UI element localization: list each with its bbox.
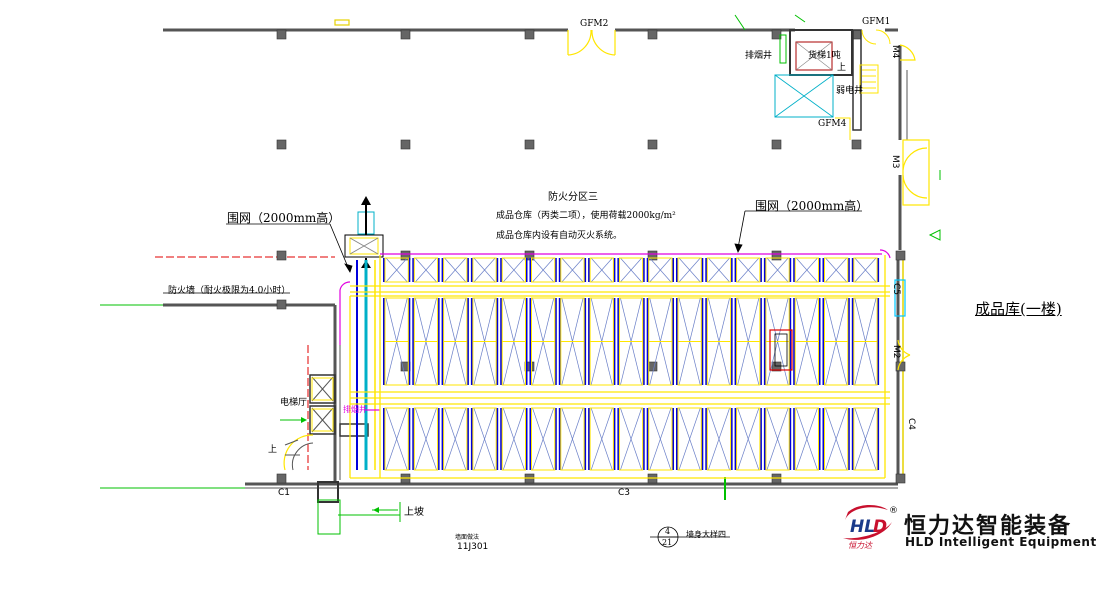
fire-zone-label: 防火分区三 [548, 192, 598, 203]
section-description: 墙身大样四 [686, 530, 726, 539]
door-c5: C5 [891, 283, 901, 296]
label-elevator-hall: 电梯厅 [280, 398, 308, 408]
label-up-stairs: 上 [268, 445, 278, 455]
logo-mark-text: 恒力达 [848, 541, 872, 550]
door-m4: M4 [890, 45, 900, 59]
fence-note-left: 围网（2000mm高） [227, 211, 341, 225]
service-core [774, 29, 891, 140]
label-wall-mark: 排烟井 [343, 405, 367, 414]
company-name-en: HLD Intelligent Equipment [905, 535, 1097, 549]
door-c1: C1 [278, 488, 291, 498]
doors [334, 19, 930, 500]
elevator-hall [280, 374, 401, 535]
storage-racks [349, 255, 890, 479]
axis-lines [100, 14, 806, 489]
fence [339, 253, 882, 411]
company-name-cn: 恒力达智能装备 [904, 514, 1073, 539]
logo-mark: HL D [843, 505, 892, 540]
door-gfm1: GFM1 [862, 17, 891, 27]
door-m3: M3 [890, 155, 900, 169]
warehouse-note-1: 成品仓库（丙类二项），使用荷载2000kg/m² [496, 211, 676, 221]
door-gfm4: GFM4 [818, 119, 847, 129]
section-sheet: 21 [662, 538, 673, 547]
label-up-ramp: 上坡 [404, 507, 424, 518]
smoke-vent [344, 196, 384, 470]
label-up-small: 上 [837, 63, 847, 73]
drawing-title: 成品库(一楼) [975, 300, 1062, 318]
registered-mark: ® [889, 506, 898, 516]
door-c3: C3 [618, 488, 631, 498]
warehouse-note-2: 成品仓库内设有自动灭火系统。 [496, 231, 623, 241]
exterior-walls [163, 28, 908, 489]
reference-code: 11J301 [457, 542, 489, 552]
door-c4: C4 [906, 418, 916, 431]
section-number: 4 [665, 527, 671, 536]
fire-wall-note: 防火墙（耐火极限为4.0小时） [168, 286, 291, 296]
reference-title: 墙面做法 [455, 534, 480, 541]
section-marker [657, 526, 679, 548]
leader-lines [163, 210, 862, 538]
label-electric-shaft: 弱电井 [836, 86, 864, 96]
svg-text:D: D [873, 517, 887, 537]
label-freight-elevator: 货梯1吨 [808, 51, 841, 61]
fence-note-right: 围网（2000mm高） [755, 199, 869, 213]
label-smoke-shaft: 排烟井 [745, 51, 773, 61]
door-gfm2: GFM2 [580, 19, 609, 29]
right-marks [928, 170, 941, 241]
door-m2: M2 [891, 345, 901, 359]
highlight-zone [769, 329, 793, 371]
svg-text:HL: HL [850, 517, 875, 537]
